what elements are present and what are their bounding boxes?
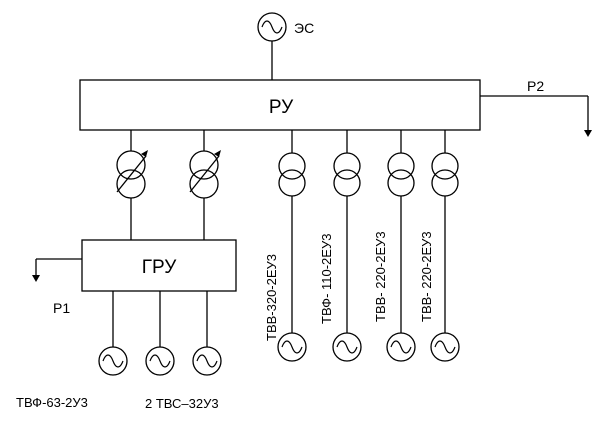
autotransformer-2-icon xyxy=(189,130,221,240)
unit-1-generator-icon xyxy=(277,332,307,362)
power-system-label: ЭС xyxy=(294,20,314,36)
autotransformer-1-icon xyxy=(116,130,148,240)
gru-generator-right-label: 2 ТВС–32У3 xyxy=(145,396,219,411)
gru-generator-2-icon xyxy=(145,346,175,376)
load-p1-arrow xyxy=(32,258,82,282)
generator-switchgear-box xyxy=(81,239,237,292)
generator-switchgear-label: ГРУ xyxy=(142,257,178,278)
unit-4-transformer-icon xyxy=(431,130,459,333)
unit-2-generator-label: ТВФ- 110-2ЕУ3 xyxy=(319,234,334,324)
gru-generator-1-icon xyxy=(98,346,128,376)
main-switchgear-box xyxy=(79,79,481,131)
unit-1-generator-label: ТВВ-320-2ЕУ3 xyxy=(264,254,279,341)
load-p1-label: Р1 xyxy=(53,300,70,316)
unit-2-transformer-icon xyxy=(333,130,361,333)
unit-3-generator-label: ТВВ- 220-2ЕУ3 xyxy=(373,231,388,322)
main-switchgear-label: РУ xyxy=(269,97,294,118)
unit-2-generator-icon xyxy=(332,332,362,362)
power-system-generator-icon xyxy=(257,12,287,42)
gru-generator-3-icon xyxy=(192,346,222,376)
load-p2-label: Р2 xyxy=(527,78,544,94)
load-p2-arrow xyxy=(480,95,592,137)
unit-3-generator-icon xyxy=(386,332,416,362)
gru-generator-left-label: ТВФ-63-2У3 xyxy=(16,395,88,410)
unit-4-generator-icon xyxy=(430,332,460,362)
unit-4-generator-label: ТВВ- 220-2ЕУ3 xyxy=(419,231,434,322)
unit-1-transformer-icon xyxy=(278,130,306,333)
unit-3-transformer-icon xyxy=(387,130,415,333)
